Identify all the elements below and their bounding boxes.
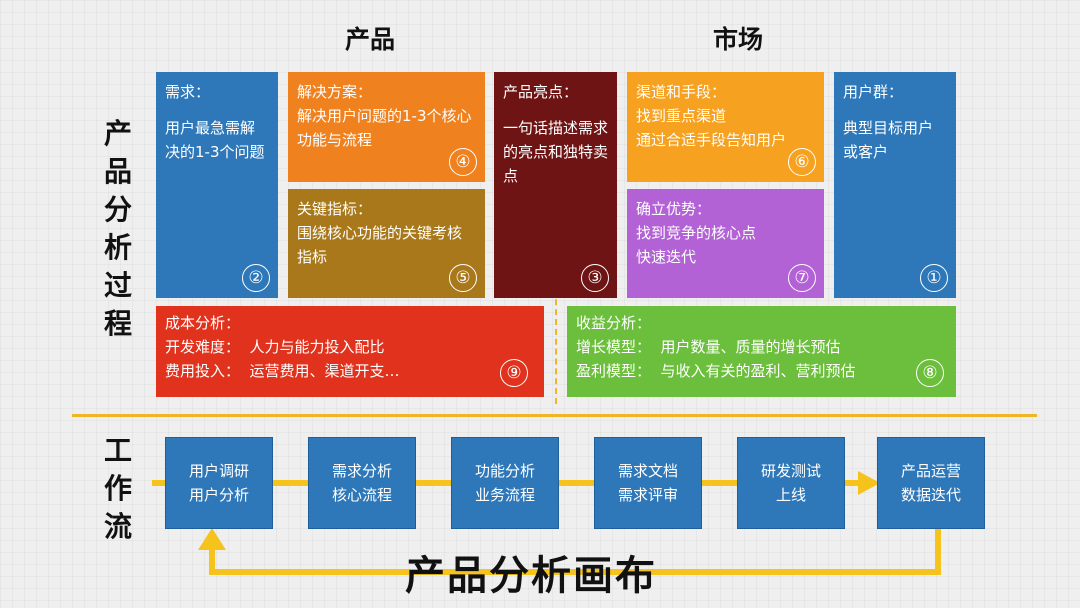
- card-channel: 渠道和手段： 找到重点渠道 通过合适手段告知用户 ⑥: [627, 72, 824, 182]
- card-cost: 成本分析： 开发难度： 人力与能力投入配比 费用投入： 运营费用、渠道开支… ⑨: [156, 306, 544, 397]
- card-line: 通过合适手段告知用户: [636, 131, 787, 149]
- card-line: 找到竞争的核心点: [636, 224, 757, 242]
- workflow-step-1: 用户调研 用户分析: [165, 437, 273, 529]
- workflow-step-line: 数据迭代: [900, 486, 961, 504]
- card-title: 渠道和手段：: [636, 83, 727, 101]
- workflow-arrowhead-up: [198, 528, 226, 550]
- header-market: 市场: [713, 25, 764, 54]
- card-line: 开发难度： 人力与能力投入配比: [165, 338, 385, 356]
- card-advantage: 确立优势： 找到竞争的核心点 快速迭代 ⑦: [627, 189, 824, 298]
- workflow-arrowhead-right: [858, 471, 880, 495]
- workflow-step-4: 需求文档 需求评审: [594, 437, 702, 529]
- card-line: 找到重点渠道: [636, 107, 727, 125]
- card-number: ②: [242, 264, 270, 292]
- card-number: ⑦: [788, 264, 816, 292]
- side-char: 流: [104, 510, 133, 543]
- card-number: ⑨: [500, 359, 528, 387]
- workflow-step-5: 研发测试 上线: [737, 437, 845, 529]
- workflow-step-6: 产品运营 数据迭代: [877, 437, 985, 529]
- card-solution: 解决方案： 解决用户问题的1-3个核心功能与流程 ④: [288, 72, 485, 182]
- workflow-step-line: 业务流程: [474, 486, 535, 504]
- card-number: ⑧: [916, 359, 944, 387]
- canvas-title: 产品分析画布: [405, 553, 657, 599]
- side-char: 产: [104, 117, 133, 150]
- card-users: 用户群： 典型目标用户或客户 ①: [834, 72, 956, 298]
- workflow-step-line: 用户调研: [188, 462, 249, 480]
- workflow-step-line: 上线: [775, 486, 806, 504]
- card-title: 需求：: [165, 83, 211, 101]
- card-line: 增长模型： 用户数量、质量的增长预估: [576, 338, 841, 356]
- workflow-step-line: 用户分析: [188, 486, 249, 504]
- side-char: 品: [104, 155, 133, 188]
- header-product: 产品: [345, 25, 396, 54]
- workflow-step-line: 研发测试: [760, 462, 821, 480]
- side-char: 工: [104, 434, 133, 467]
- card-title: 解决方案：: [297, 83, 373, 101]
- side-char: 分: [104, 193, 133, 226]
- card-metrics: 关键指标： 围绕核心功能的关键考核指标 ⑤: [288, 189, 485, 298]
- workflow-step-line: 核心流程: [331, 486, 392, 504]
- card-body: 一句话描述需求的亮点和独特卖点: [503, 119, 609, 185]
- card-title: 产品亮点：: [503, 83, 579, 101]
- card-number: ④: [449, 148, 477, 176]
- workflow-step-2: 需求分析 核心流程: [308, 437, 416, 529]
- card-title: 成本分析：: [165, 314, 241, 332]
- card-line: 盈利模型： 与收入有关的盈利、营利预估: [576, 362, 856, 380]
- card-title: 关键指标：: [297, 200, 373, 218]
- workflow-step-line: 功能分析: [474, 462, 535, 480]
- workflow-step-line: 产品运营: [900, 462, 961, 480]
- card-number: ⑤: [449, 264, 477, 292]
- section-separator: [72, 414, 1037, 417]
- workflow-step-line: 需求分析: [331, 462, 392, 480]
- side-char: 作: [104, 472, 133, 505]
- card-number: ⑥: [788, 148, 816, 176]
- side-char: 程: [104, 307, 133, 340]
- workflow-step-3: 功能分析 业务流程: [451, 437, 559, 529]
- card-line: 费用投入： 运营费用、渠道开支…: [165, 362, 400, 380]
- side-label-workflow: 工 作 流: [104, 437, 132, 541]
- card-body: 围绕核心功能的关键考核指标: [297, 224, 463, 266]
- card-body: 用户最急需解决的1-3个问题: [165, 119, 265, 161]
- card-body: 解决用户问题的1-3个核心功能与流程: [297, 107, 472, 149]
- card-title: 用户群：: [843, 83, 904, 101]
- workflow-step-line: 需求评审: [617, 486, 678, 504]
- card-title: 收益分析：: [576, 314, 652, 332]
- card-line: 快速迭代: [636, 248, 697, 266]
- card-body: 典型目标用户或客户: [843, 119, 934, 161]
- side-char: 过: [104, 269, 133, 302]
- side-char: 析: [104, 231, 133, 264]
- card-highlight: 产品亮点： 一句话描述需求的亮点和独特卖点 ③: [494, 72, 617, 298]
- workflow-step-line: 需求文档: [617, 462, 678, 480]
- card-revenue: 收益分析： 增长模型： 用户数量、质量的增长预估 盈利模型： 与收入有关的盈利、…: [567, 306, 956, 397]
- card-title: 确立优势：: [636, 200, 712, 218]
- card-number: ①: [920, 264, 948, 292]
- side-label-analysis: 产 品 分 析 过 程: [104, 120, 132, 338]
- card-need: 需求： 用户最急需解决的1-3个问题 ②: [156, 72, 278, 298]
- card-number: ③: [581, 264, 609, 292]
- workflow-loop-line: [209, 528, 941, 575]
